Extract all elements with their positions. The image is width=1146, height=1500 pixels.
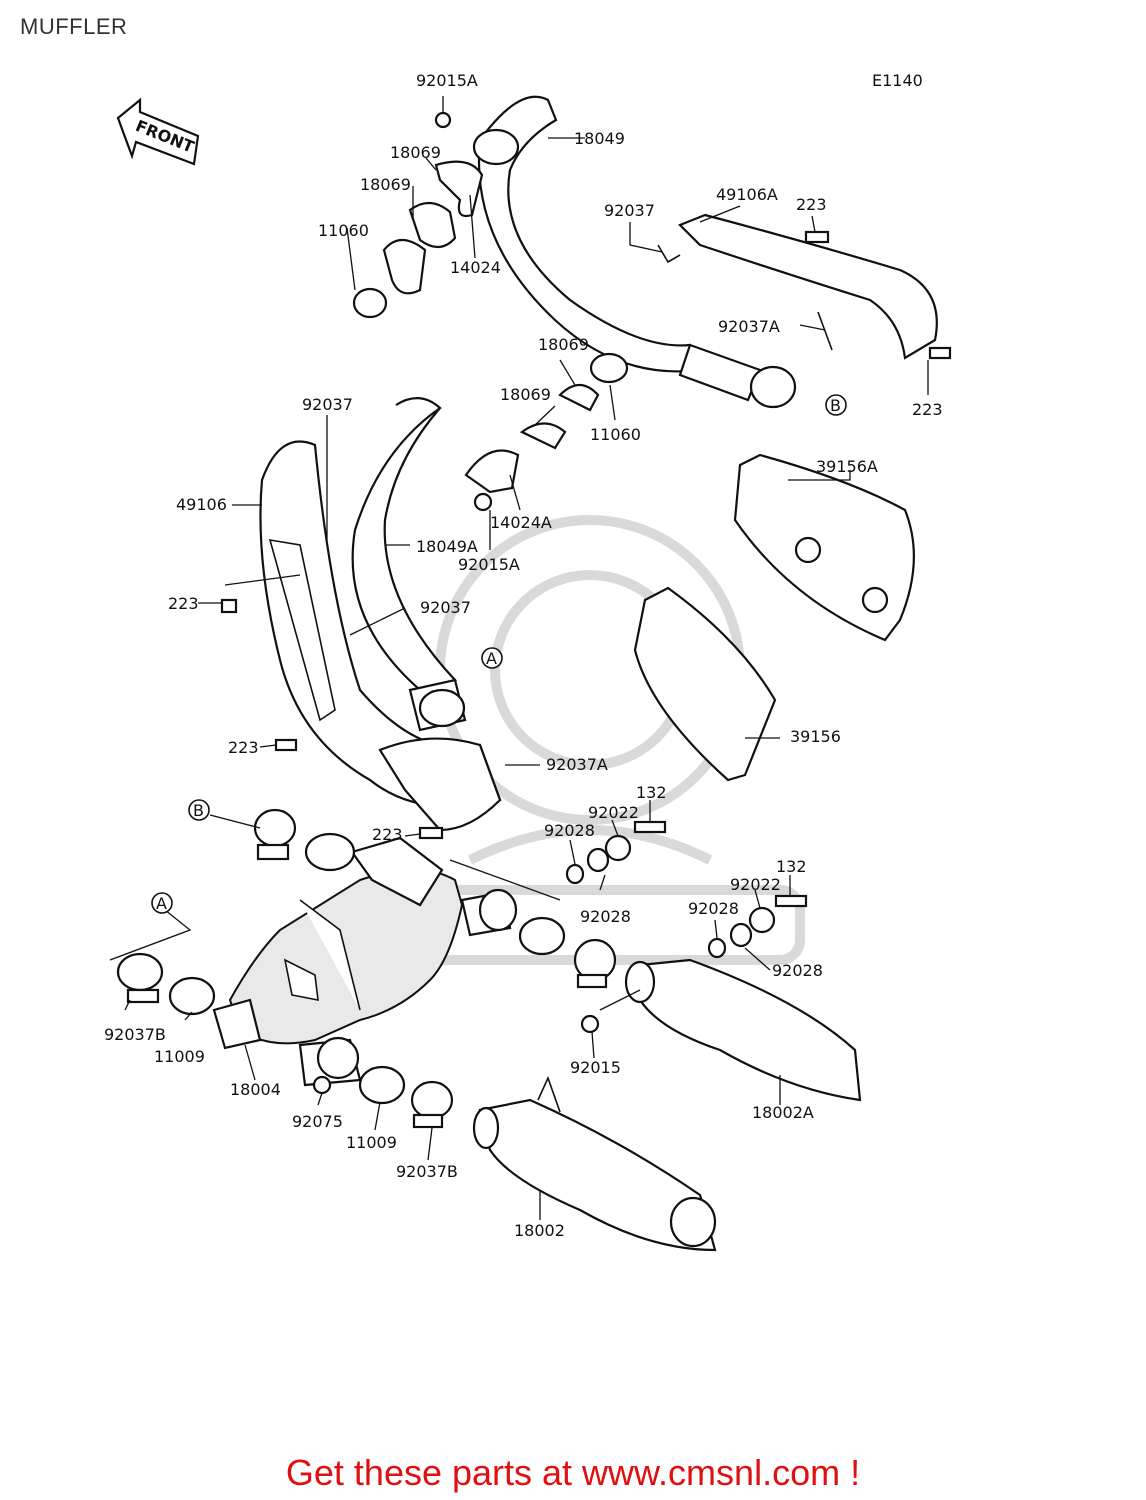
label-18049: 18049 bbox=[574, 129, 625, 148]
label-18069-a: 18069 bbox=[390, 143, 441, 162]
mid-flange-parts bbox=[464, 352, 629, 512]
label-39156A: 39156A bbox=[816, 457, 878, 476]
label-92022-a: 92022 bbox=[588, 803, 639, 822]
label-49106: 49106 bbox=[176, 495, 227, 514]
label-92037-mid: 92037 bbox=[420, 598, 471, 617]
heat-shield-49106A bbox=[657, 213, 938, 360]
label-92037B-bottom: 92037B bbox=[396, 1162, 458, 1181]
label-132-a: 132 bbox=[636, 783, 667, 802]
leader-lines bbox=[109, 96, 929, 1220]
label-223-top: 223 bbox=[796, 195, 827, 214]
cover-39156A bbox=[733, 453, 915, 642]
footer-promo-link[interactable]: Get these parts at www.cmsnl.com ! bbox=[285, 1452, 861, 1493]
label-223-right: 223 bbox=[912, 400, 943, 419]
clamps-and-sleeves bbox=[116, 808, 617, 1129]
label-92028-a: 92028 bbox=[544, 821, 595, 840]
label-92015: 92015 bbox=[570, 1058, 621, 1077]
label-92037A-mid: 92037A bbox=[546, 755, 608, 774]
callout-b-top: B bbox=[825, 394, 847, 416]
label-92037-top: 92037 bbox=[604, 201, 655, 220]
label-92015A-mid: 92015A bbox=[458, 555, 520, 574]
label-18002: 18002 bbox=[514, 1221, 565, 1240]
label-223-lower: 223 bbox=[228, 738, 259, 757]
label-92028-b: 92028 bbox=[580, 907, 631, 926]
page-title: MUFFLER bbox=[20, 14, 128, 39]
label-92028-c: 92028 bbox=[688, 899, 739, 918]
label-92028-d: 92028 bbox=[772, 961, 823, 980]
label-11060-top: 11060 bbox=[318, 221, 369, 240]
label-18069-d: 18069 bbox=[500, 385, 551, 404]
label-14024A: 14024A bbox=[490, 513, 552, 532]
label-11009-left: 11009 bbox=[154, 1047, 205, 1066]
callout-b-lower: B bbox=[188, 799, 210, 821]
label-223-center: 223 bbox=[372, 825, 403, 844]
muffler-18002A bbox=[624, 958, 862, 1102]
part-labels: 92015A 18049 18069 18069 11060 14024 920… bbox=[104, 71, 943, 1240]
collector-18004 bbox=[212, 836, 518, 1087]
label-223-left: 223 bbox=[168, 594, 199, 613]
svg-text:A: A bbox=[486, 649, 497, 668]
front-arrow-icon: FRONT bbox=[116, 97, 200, 166]
callout-a-mid: A bbox=[481, 647, 503, 669]
label-92037A-top: 92037A bbox=[718, 317, 780, 336]
label-18069-c: 18069 bbox=[538, 335, 589, 354]
label-92015A-top: 92015A bbox=[416, 71, 478, 90]
label-92022-b: 92022 bbox=[730, 875, 781, 894]
head-pipe-18049A bbox=[351, 397, 467, 732]
svg-text:B: B bbox=[193, 801, 204, 820]
label-49106A: 49106A bbox=[716, 185, 778, 204]
label-92037-left: 92037 bbox=[302, 395, 353, 414]
label-18004: 18004 bbox=[230, 1080, 281, 1099]
label-39156: 39156 bbox=[790, 727, 841, 746]
label-11060-mid: 11060 bbox=[590, 425, 641, 444]
label-14024: 14024 bbox=[450, 258, 501, 277]
label-132-b: 132 bbox=[776, 857, 807, 876]
gasket-39156 bbox=[633, 586, 777, 782]
svg-text:B: B bbox=[830, 396, 841, 415]
label-92075: 92075 bbox=[292, 1112, 343, 1131]
collector-cover bbox=[378, 737, 502, 832]
label-92037B-left: 92037B bbox=[104, 1025, 166, 1044]
head-pipe-18049 bbox=[472, 95, 797, 409]
drawing-code: E1140 bbox=[872, 71, 923, 90]
label-18049A: 18049A bbox=[416, 537, 478, 556]
muffler-18002 bbox=[472, 1075, 717, 1252]
label-18069-b: 18069 bbox=[360, 175, 411, 194]
svg-text:A: A bbox=[156, 894, 167, 913]
callout-a-lower: A bbox=[151, 892, 173, 914]
bolts-and-washers bbox=[220, 230, 952, 1034]
label-11009-bottom: 11009 bbox=[346, 1133, 397, 1152]
label-18002A: 18002A bbox=[752, 1103, 814, 1122]
